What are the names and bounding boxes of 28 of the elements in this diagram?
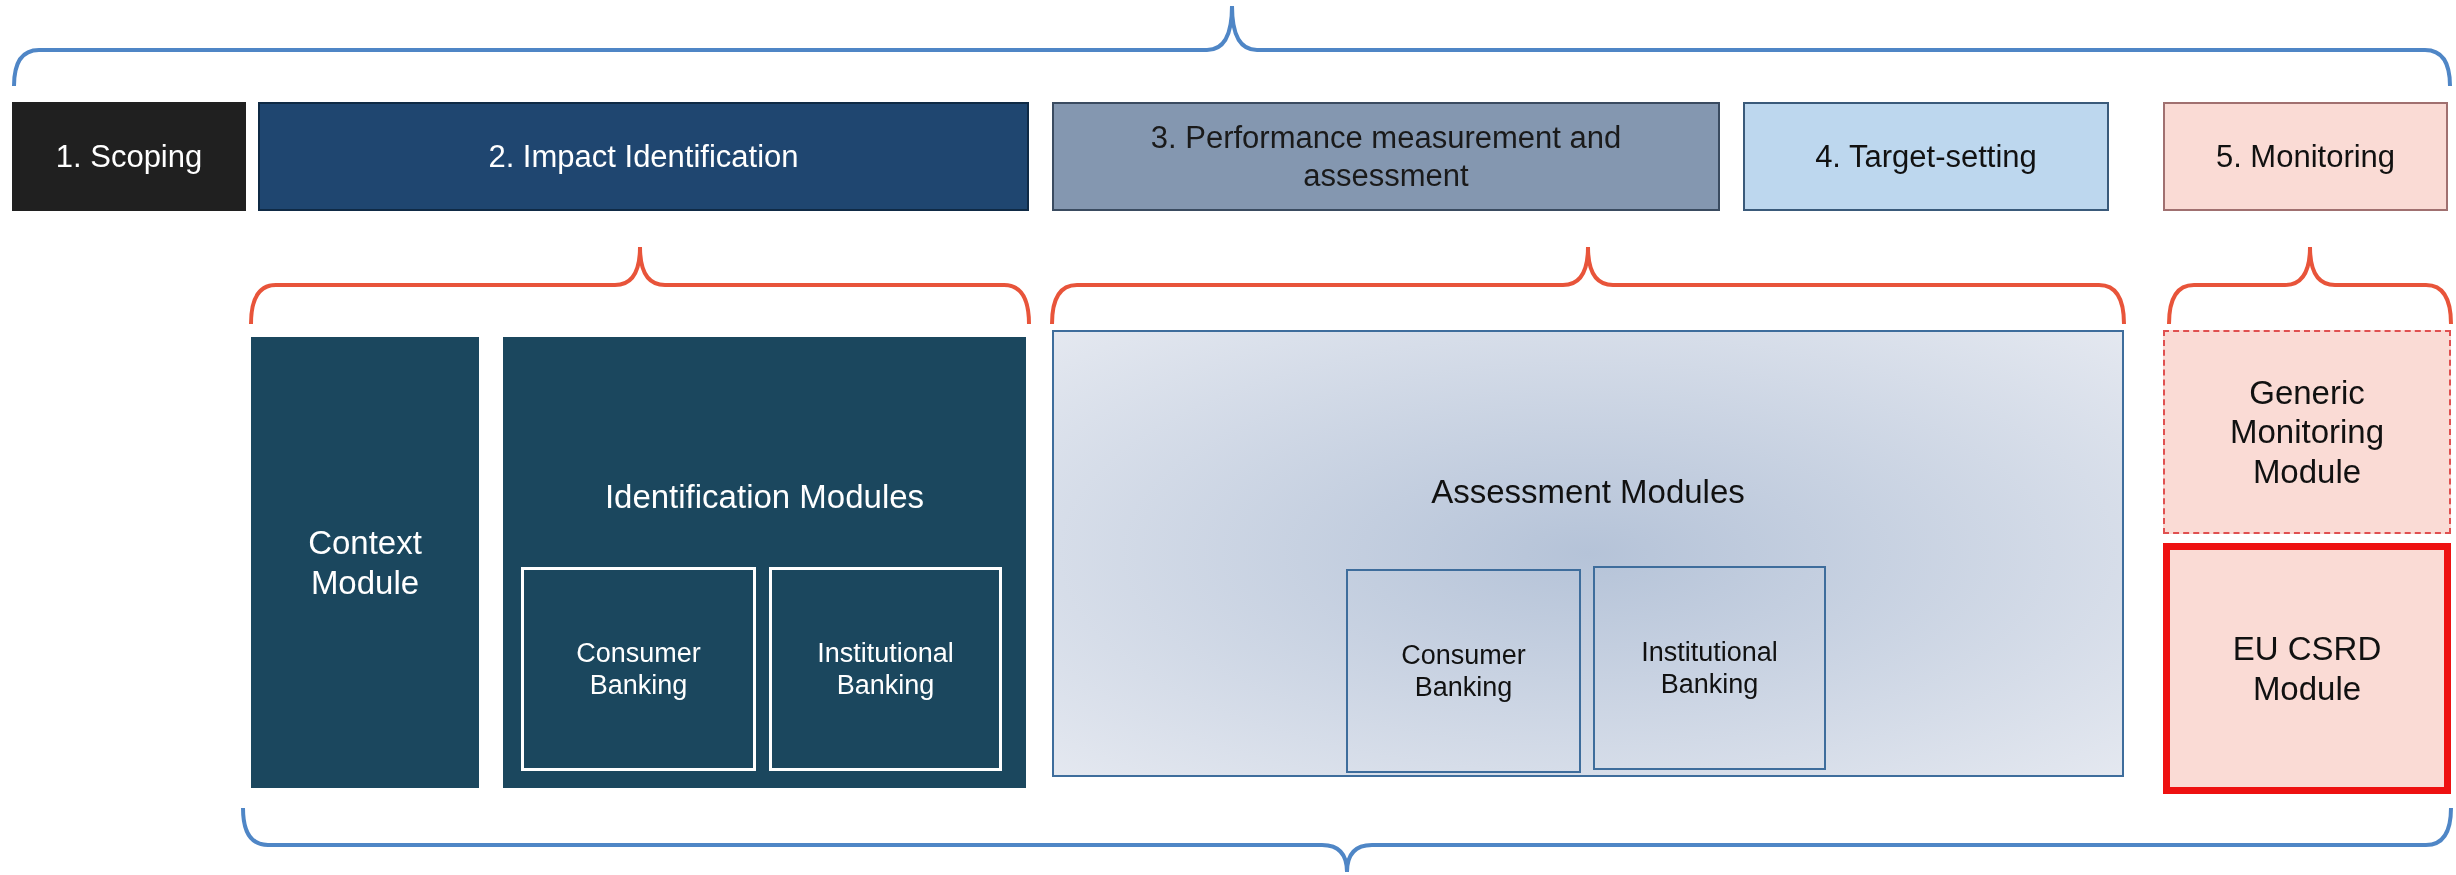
box-label: Institutional Banking — [816, 636, 955, 702]
box-label: 4. Target-setting — [1814, 137, 2038, 176]
module-box — [769, 567, 1002, 771]
phase-box — [1743, 102, 2109, 211]
box-label: EU CSRD Module — [2231, 628, 2383, 709]
box-label: Generic Monitoring Module — [2228, 372, 2386, 492]
module-box — [2163, 543, 2451, 794]
phase-box — [1052, 102, 1720, 211]
phase-box — [2163, 102, 2448, 211]
box-label: 2. Impact Identification — [487, 137, 800, 176]
box-label: Consumer Banking — [575, 636, 702, 702]
box-label: Assessment Modules — [1430, 472, 1746, 512]
box-label: Consumer Banking — [1400, 638, 1527, 704]
box-label: 1. Scoping — [54, 137, 204, 176]
module-box — [1346, 569, 1581, 773]
module-box — [251, 337, 479, 788]
box-label: 5. Monitoring — [2214, 137, 2397, 176]
phase-box — [258, 102, 1029, 211]
phase-box — [12, 102, 246, 211]
box-label: Institutional Banking — [1640, 635, 1779, 701]
box-label: 3. Performance measurement and assessment — [1149, 119, 1623, 194]
module-box — [521, 567, 756, 771]
module-box — [1593, 566, 1826, 770]
module-box — [2163, 330, 2451, 534]
module-box — [503, 337, 1026, 788]
box-label: Context Module — [307, 522, 423, 603]
module-box — [1052, 330, 2124, 777]
box-label: Identification Modules — [603, 477, 926, 517]
